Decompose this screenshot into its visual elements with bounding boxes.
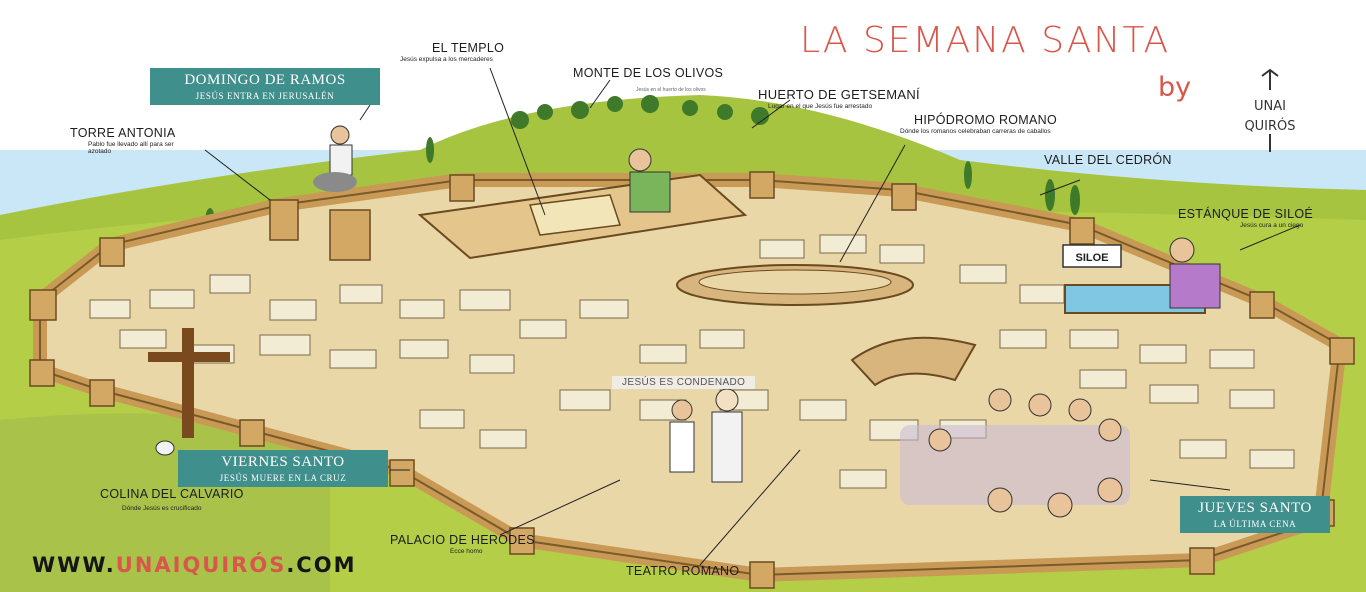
- badge-title: JUEVES SANTO: [1198, 500, 1312, 516]
- label-title: MONTE DE LOS OLIVOS: [573, 66, 724, 80]
- badge-jueves-santo: JUEVES SANTO LA ÚLTIMA CENA: [1180, 496, 1330, 533]
- label-teatro-romano: TEATRO ROMANO: [626, 564, 740, 578]
- olive-trees: [205, 95, 1080, 236]
- label-colina-del-calvario: COLINA DEL CALVARIO Dónde Jesús es cruci…: [100, 487, 244, 513]
- label-subtitle: Pablo fue llevado allí para ser azotado: [88, 141, 174, 155]
- label-torre-antonia: TORRE ANTONIA Pablo fue llevado allí par…: [70, 126, 198, 156]
- siloe-sign: [1062, 244, 1122, 268]
- label-title: HUERTO DE GETSEMANÍ: [758, 87, 920, 102]
- cross-beam: [148, 352, 230, 362]
- label-subtitle: Ecce homo: [450, 548, 483, 556]
- label-estanque-de-siloe: ESTÁNQUE DE SILOÉ Jesús cura a un ciego: [1178, 207, 1313, 230]
- badge-subtitle: JESÚS ENTRA EN JERUSALÉN: [195, 91, 335, 101]
- svg-text:QUIRÓS: QUIRÓS: [1244, 118, 1295, 134]
- cross-post: [182, 328, 194, 438]
- badge-viernes-santo: VIERNES SANTO JESÚS MUERE EN LA CRUZ: [178, 450, 388, 487]
- website-link[interactable]: WWW.UNAIQUIRÓS.COM: [32, 553, 356, 577]
- figures: [155, 125, 1221, 518]
- label-monte-de-los-olivos: MONTE DE LOS OLIVOS: [573, 66, 724, 80]
- label-subtitle: Jesús expulsa a los mercaderes: [400, 56, 493, 64]
- label-subtitle: Dónde Jesús es crucificado: [122, 505, 202, 513]
- byline: by: [1158, 72, 1192, 103]
- website-accent: UNAIQUIRÓS: [115, 553, 287, 577]
- website-suffix: .COM: [286, 553, 357, 577]
- label-subtitle: Lugar en el que Jesús fue arrestado: [768, 102, 873, 110]
- unai-quiros-logo-icon: UNAI QUIRÓS: [1244, 68, 1296, 152]
- label-hipodromo-romano: HIPÓDROMO ROMANO Dónde los romanos celeb…: [900, 113, 1057, 136]
- label-title: VALLE DEL CEDRÓN: [1044, 153, 1172, 167]
- label-title: PALACIO DE HERODES: [390, 533, 535, 547]
- label-jesus-es-condenado: JESÚS ES CONDENADO: [612, 376, 756, 389]
- temple-building: [528, 194, 622, 236]
- label-valle-del-cedron: VALLE DEL CEDRÓN: [1044, 153, 1172, 167]
- houses: [89, 234, 1295, 489]
- leader-lines: [204, 67, 1301, 566]
- label-title: ESTÁNQUE DE SILOÉ: [1178, 207, 1313, 221]
- label-title: TORRE ANTONIA: [70, 126, 176, 140]
- roman-theatre: [850, 336, 977, 387]
- label-el-templo: EL TEMPLO Jesús expulsa a los mercaderes: [400, 41, 505, 64]
- label-monte-subtitle: Jesús en el huerto de los olivos: [636, 87, 706, 93]
- city-wall-outline: [39, 179, 1342, 577]
- svg-text:UNAI: UNAI: [1254, 99, 1286, 114]
- label-title: COLINA DEL CALVARIO: [100, 487, 244, 501]
- badge-title: DOMINGO DE RAMOS: [184, 72, 346, 88]
- label-huerto-de-getsemani: HUERTO DE GETSEMANÍ Lugar en el que Jesú…: [758, 88, 920, 110]
- siloe-sign-text: SILOE: [1075, 252, 1108, 264]
- badge-domingo-de-ramos: DOMINGO DE RAMOS JESÚS ENTRA EN JERUSALÉ…: [150, 68, 380, 105]
- hippodrome-field: [698, 269, 892, 295]
- page-title: LA SEMANA SANTA: [800, 20, 1171, 61]
- wall-towers: [29, 171, 1355, 589]
- badge-subtitle: JESÚS MUERE EN LA CRUZ: [219, 473, 347, 483]
- label-palacio-de-herodes: PALACIO DE HERODES Ecce homo: [390, 533, 535, 556]
- website-prefix: WWW.: [32, 553, 116, 577]
- label-title: TEATRO ROMANO: [626, 564, 740, 578]
- label-title: EL TEMPLO: [432, 41, 505, 55]
- badge-subtitle: LA ÚLTIMA CENA: [1213, 519, 1297, 529]
- label-title: HIPÓDROMO ROMANO: [914, 113, 1057, 127]
- badge-title: VIERNES SANTO: [221, 454, 345, 470]
- label-subtitle: Jesús cura a un ciego: [1240, 222, 1304, 230]
- label-subtitle: Dónde los romanos celebraban carreras de…: [900, 128, 1051, 136]
